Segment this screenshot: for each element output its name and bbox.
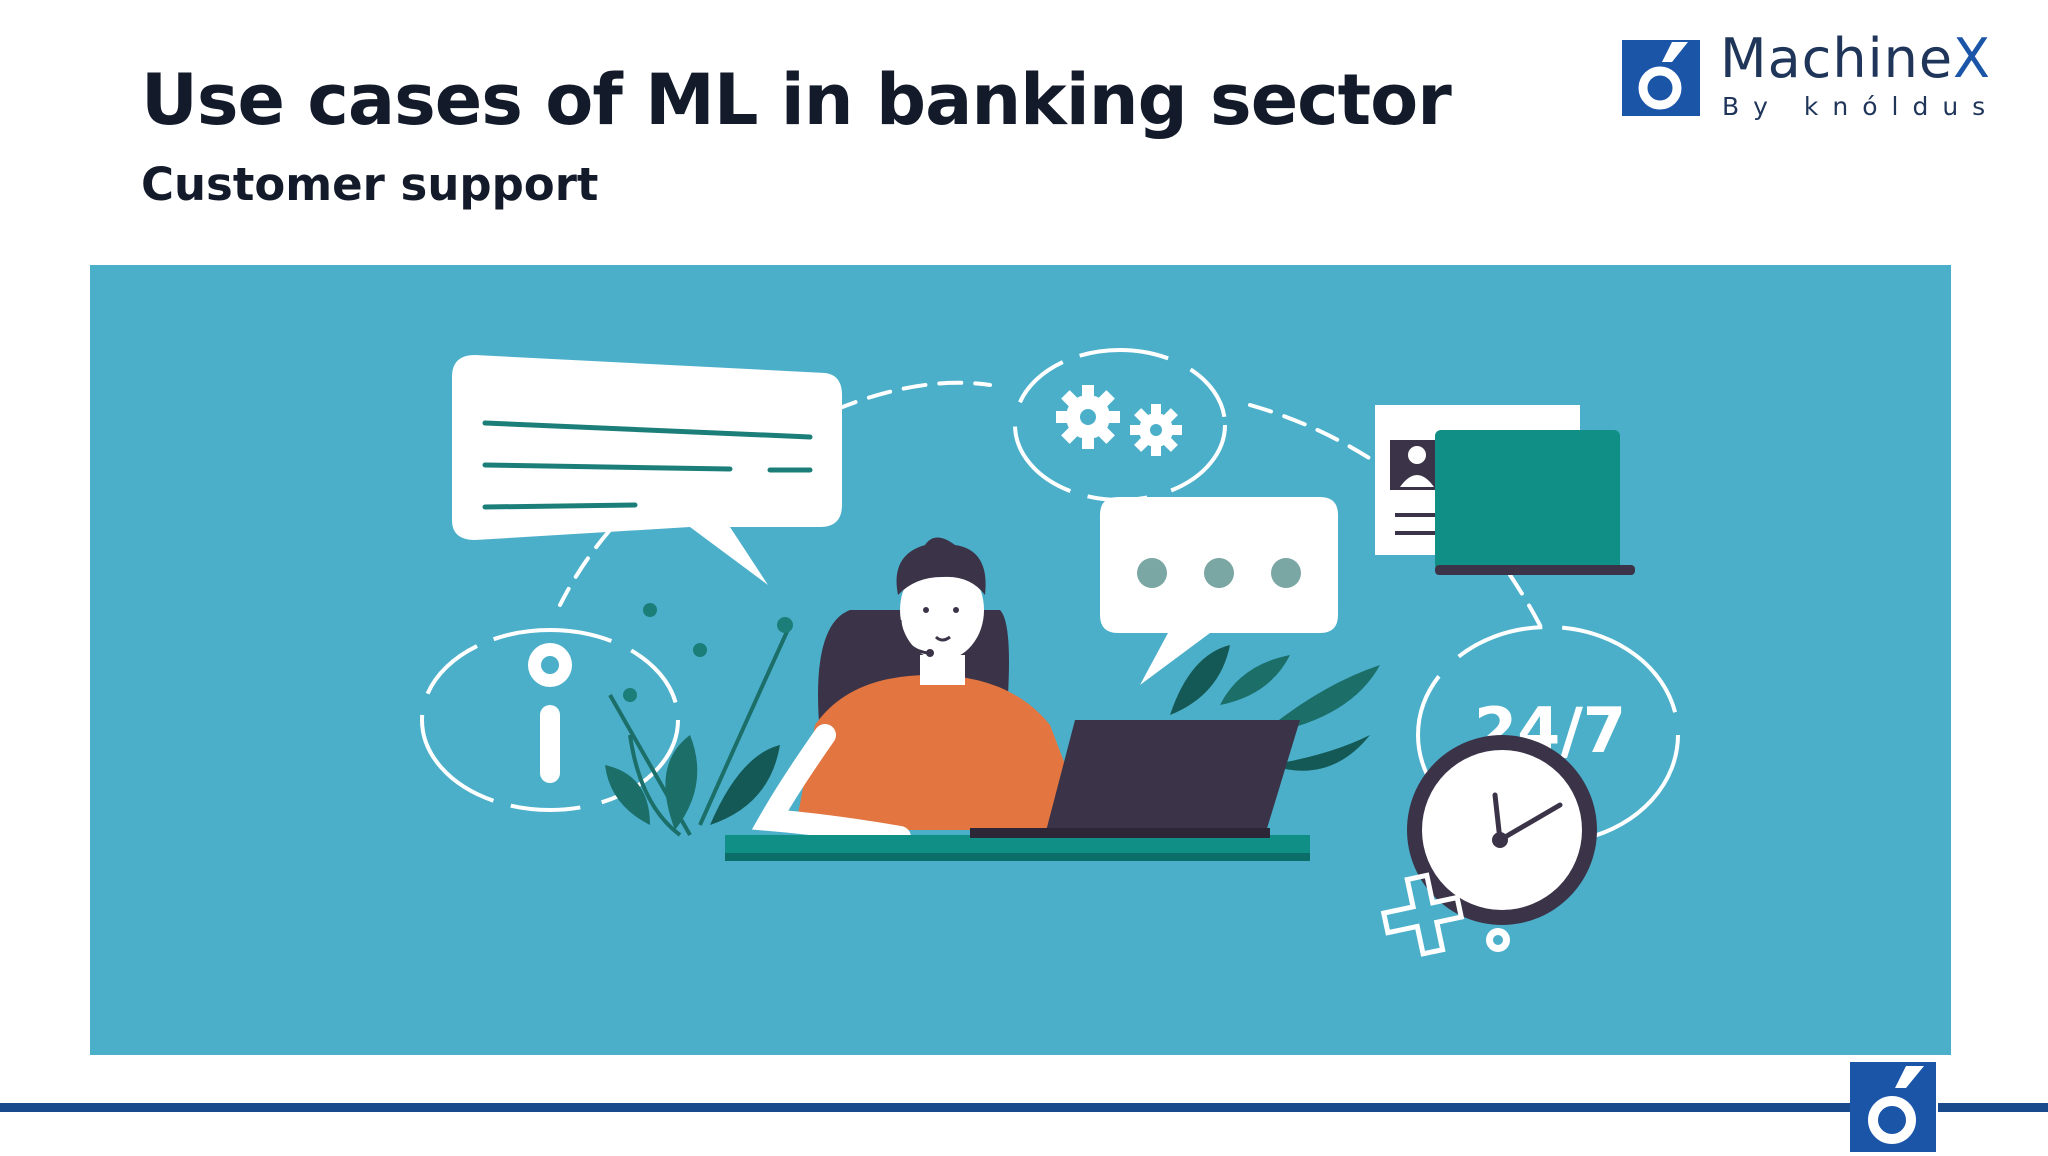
footer-rule	[0, 1103, 2048, 1112]
logo-wordmark-accent: X	[1953, 27, 1992, 90]
customer-support-illustration: 24/7	[90, 265, 1951, 1055]
knoldus-logo-icon	[1850, 1062, 1936, 1152]
logo-tagline: By knóldus	[1722, 92, 2000, 121]
slide-title: Use cases of ML in banking sector	[141, 59, 1452, 141]
slide-subtitle: Customer support	[141, 158, 599, 211]
typing-bubble-icon	[1100, 497, 1338, 685]
chat-bubble-icon	[452, 355, 842, 585]
logo-wordmark: MachineX	[1720, 27, 1992, 90]
profile-card-icon	[1375, 405, 1635, 575]
plant-icon	[605, 603, 1380, 837]
support-agent	[751, 537, 1090, 848]
machinex-logo: MachineX By knóldus	[1622, 27, 2022, 130]
footer-logo	[1850, 1058, 1938, 1152]
laptop-icon	[725, 720, 1310, 861]
clock-icon: 24/7	[1380, 625, 1680, 957]
knoldus-logo-icon	[1622, 40, 1700, 116]
logo-wordmark-prefix: Machine	[1720, 27, 1954, 90]
gears-icon	[1013, 348, 1227, 502]
info-icon	[420, 628, 680, 812]
